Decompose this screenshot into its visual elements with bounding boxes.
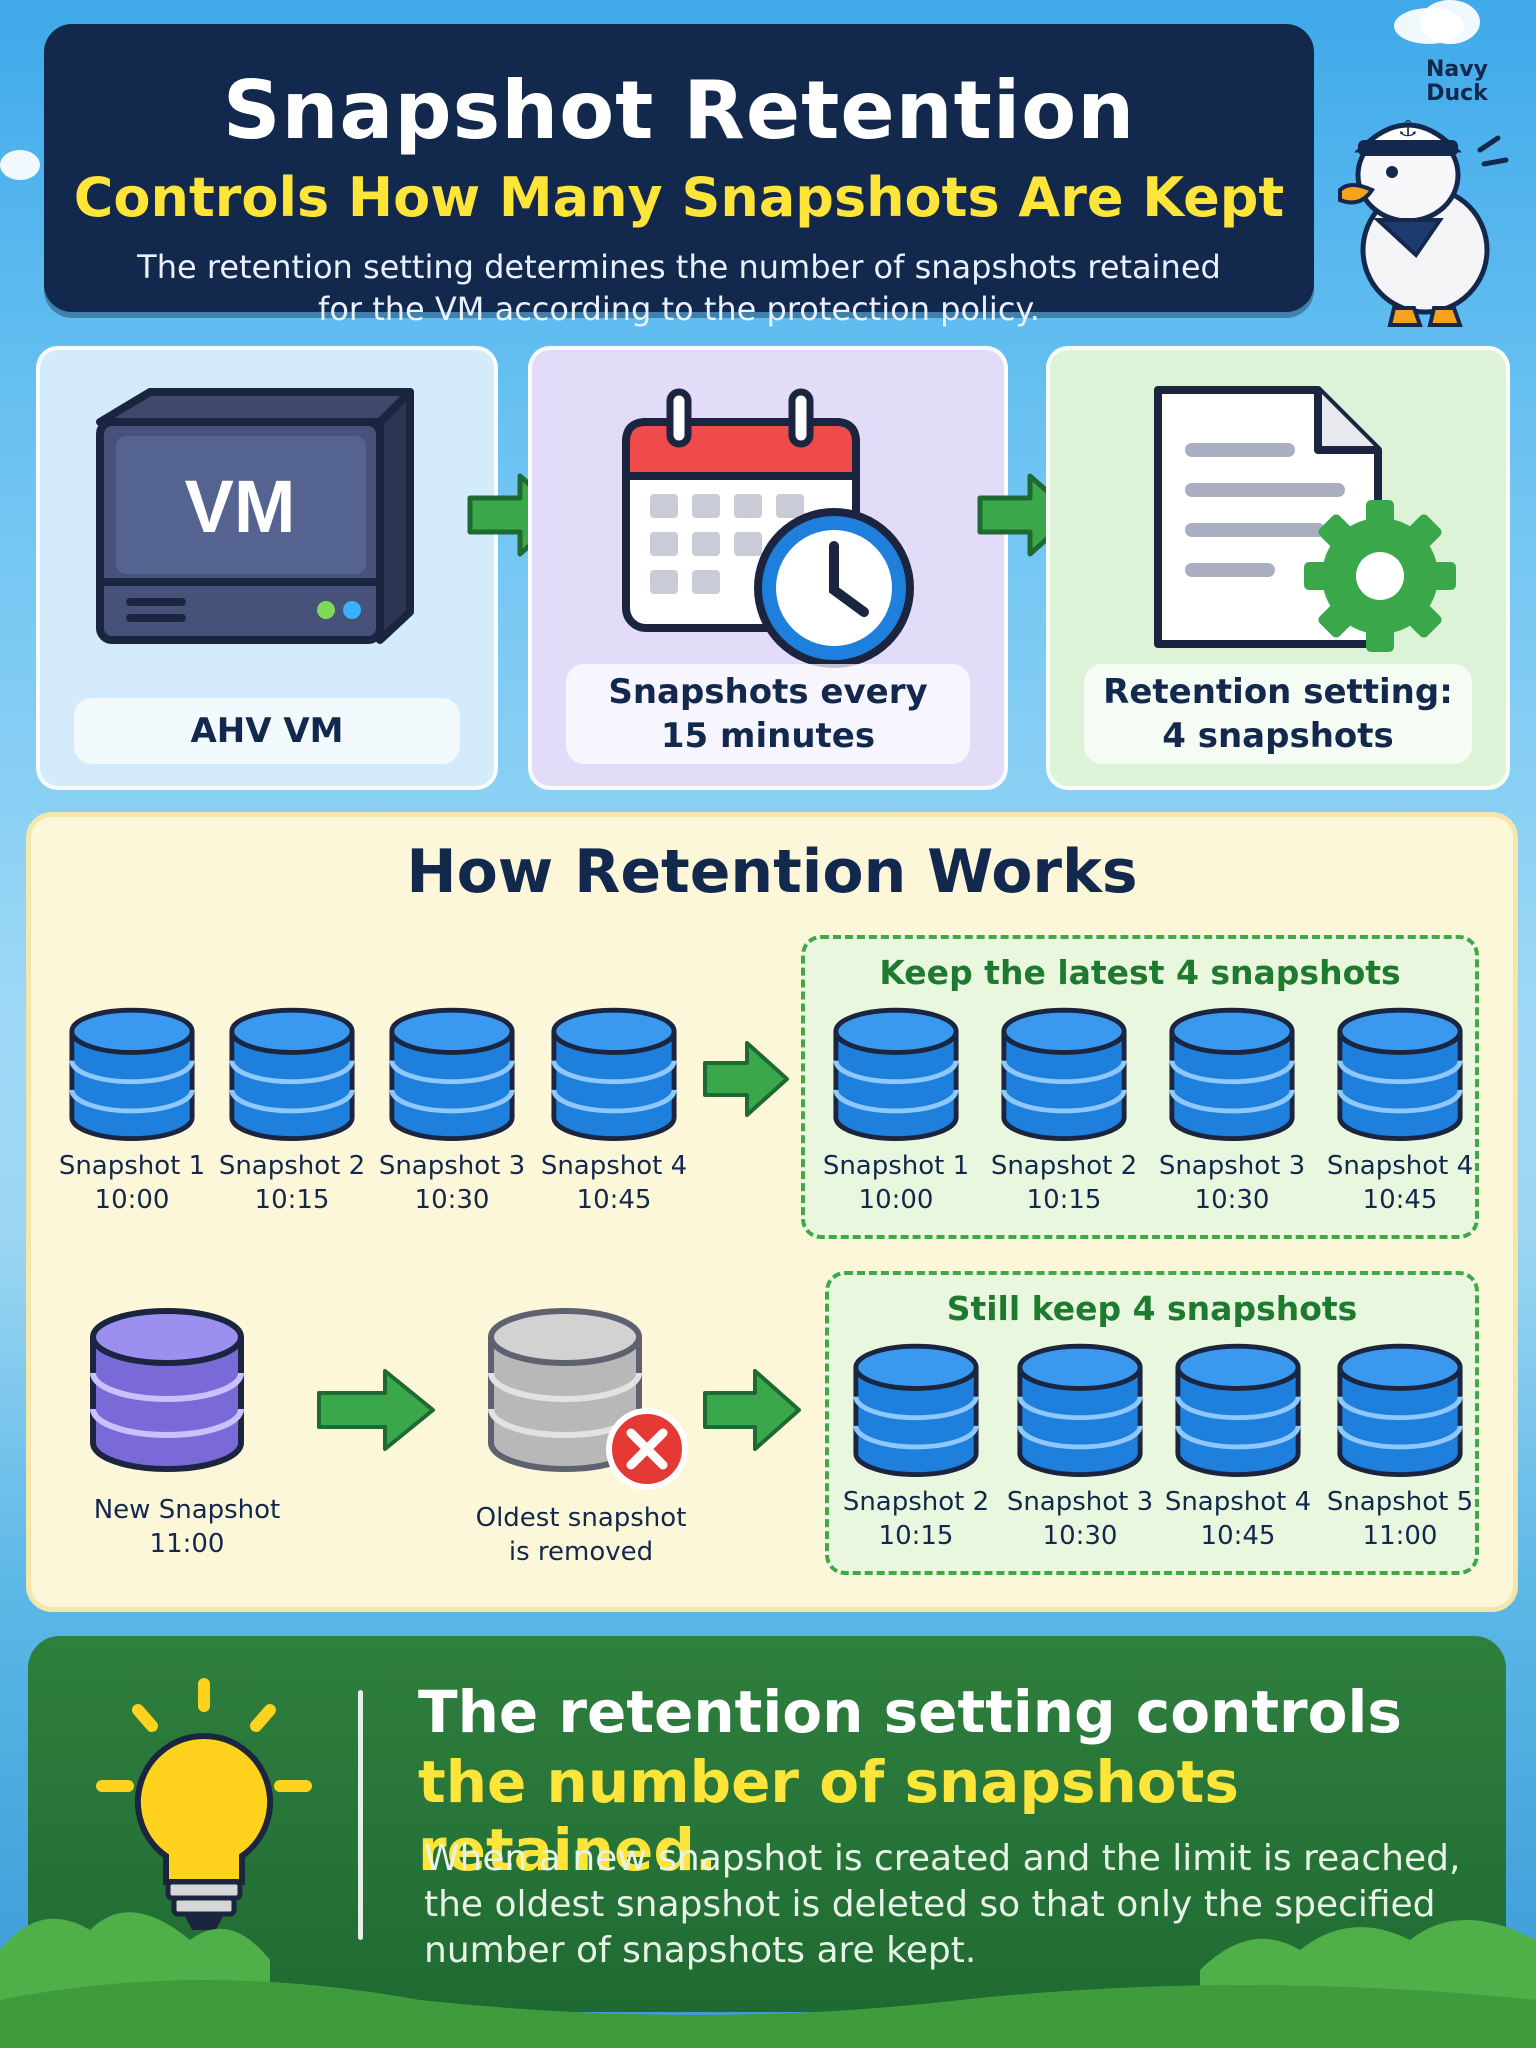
database-snapshot-icon — [227, 1001, 357, 1155]
arrow-right-icon — [317, 1369, 435, 1451]
summary-body: When a new snapshot is created and the l… — [424, 1838, 1461, 1971]
summary-headline-line2: the number of snapshots retained. — [418, 1748, 1239, 1884]
database-snapshot-icon — [831, 1001, 961, 1155]
arrow-right-icon — [703, 1041, 789, 1117]
database-snapshot-icon — [1335, 1001, 1465, 1155]
lightbulb-icon — [96, 1678, 312, 1930]
remove-x-icon — [606, 1408, 688, 1490]
database-snapshot-icon — [549, 1001, 679, 1155]
calendar-clock-icon — [622, 388, 914, 668]
database-snapshot-icon — [1015, 1337, 1145, 1491]
card-snapshot-schedule: Snapshots every 15 minutes — [528, 346, 1008, 790]
page-subtitle: Controls How Many Snapshots Are Kept — [73, 166, 1285, 229]
database-snapshot-icon — [67, 1001, 197, 1155]
database-snapshot-icon — [1167, 1001, 1297, 1155]
duck-mascot-icon: ⚓ — [1338, 117, 1509, 327]
database-snapshot-icon — [387, 1001, 517, 1155]
page-description: The retention setting determines the num… — [137, 248, 1221, 328]
database-removed-snapshot-icon — [488, 1308, 688, 1490]
cloud-decoration — [1420, 0, 1480, 44]
still-kept-box-title: Still keep 4 snapshots — [946, 1289, 1358, 1328]
schedule-card-label: Snapshots every 15 minutes — [566, 664, 970, 764]
summary-divider — [358, 1690, 363, 1940]
database-snapshot-icon — [999, 1001, 1129, 1155]
card-retention-setting: Retention setting: 4 snapshots — [1046, 346, 1510, 790]
mascot-label: Navy Duck — [1426, 57, 1488, 106]
vm-card-label: AHV VM — [74, 698, 460, 764]
summary-headline-line1: The retention setting controls — [418, 1678, 1402, 1746]
bush-decoration — [0, 1912, 1536, 2048]
database-snapshot-icon — [1173, 1337, 1303, 1491]
card-ahv-vm: VM AHV VM — [36, 346, 498, 790]
database-new-snapshot-icon — [90, 1308, 244, 1472]
document-gear-icon — [1154, 386, 1456, 652]
database-snapshot-icon — [851, 1337, 981, 1491]
new-snapshot-label: New Snapshot 11:00 — [93, 1495, 281, 1559]
arrow-right-icon — [703, 1369, 801, 1451]
section-title: How Retention Works — [406, 837, 1138, 907]
database-snapshot-icon — [1335, 1337, 1465, 1491]
vm-server-icon: VM — [96, 388, 414, 644]
svg-text:⚓: ⚓ — [1398, 117, 1418, 142]
retention-card-label: Retention setting: 4 snapshots — [1084, 664, 1472, 764]
vm-icon-text: VM — [185, 465, 296, 548]
cloud-decoration — [0, 150, 40, 180]
oldest-removed-label: Oldest snapshot is removed — [475, 1503, 687, 1567]
page-title: Snapshot Retention — [222, 64, 1136, 157]
header-banner: Snapshot Retention Controls How Many Sna… — [44, 24, 1314, 328]
kept-box-title: Keep the latest 4 snapshots — [879, 953, 1401, 992]
